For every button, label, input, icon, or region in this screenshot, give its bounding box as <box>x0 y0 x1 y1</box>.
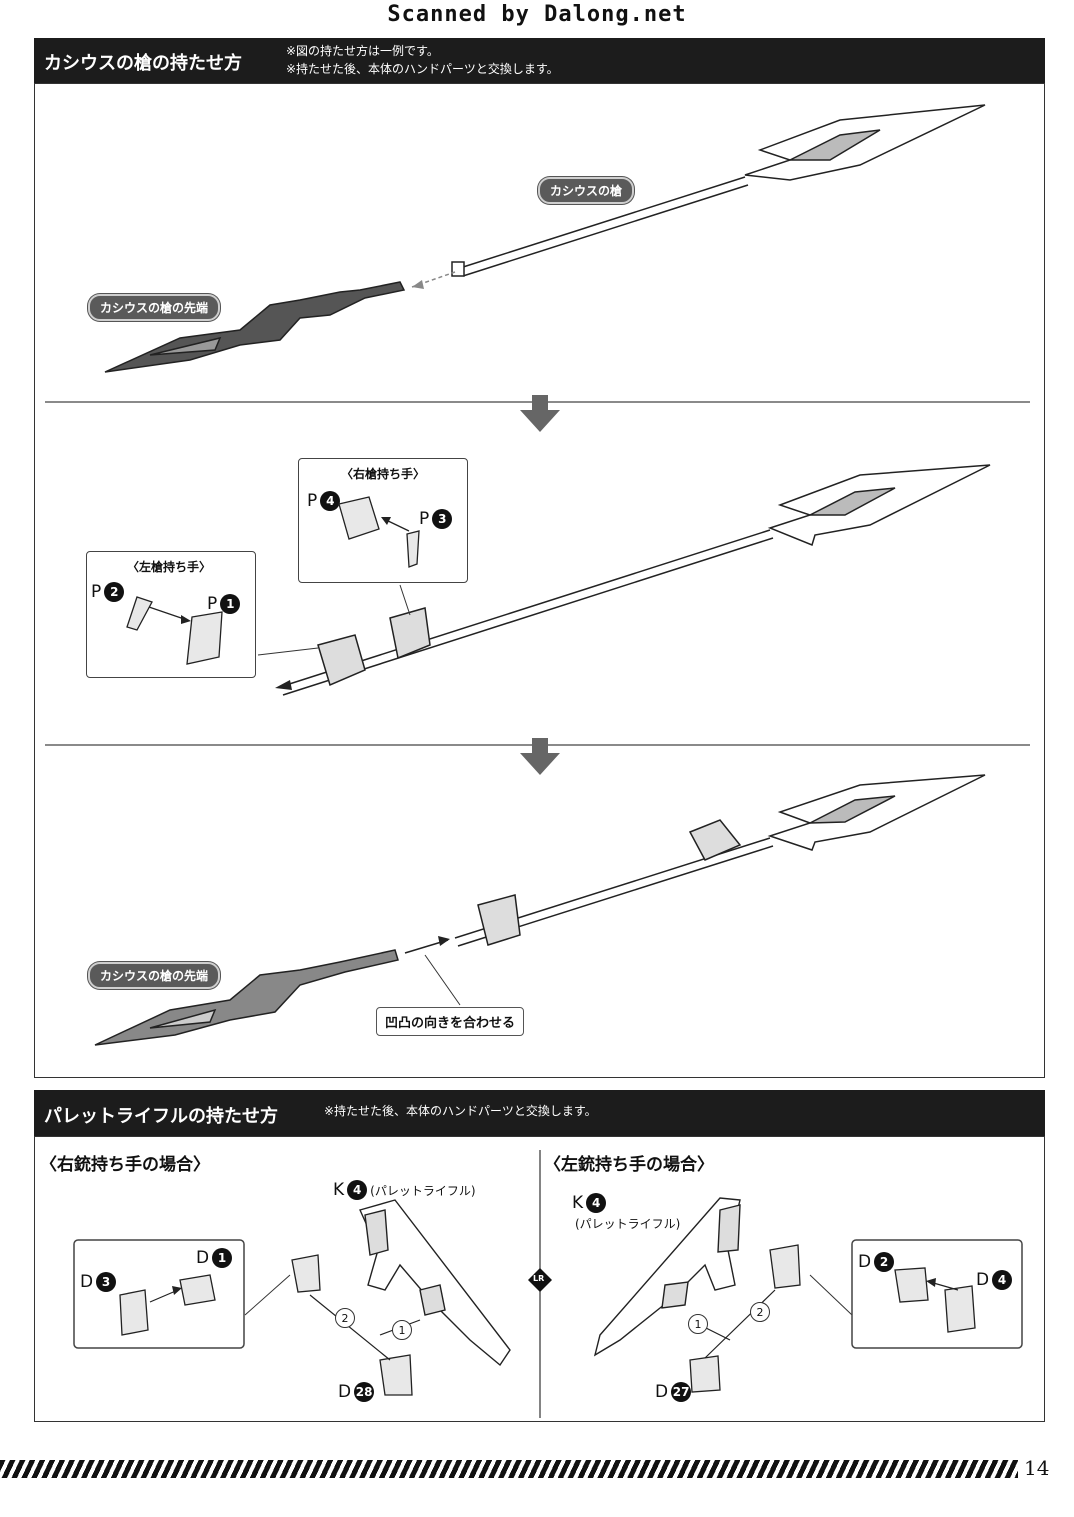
arrow-head <box>438 936 450 946</box>
part-label-d27: D 27 <box>655 1382 692 1402</box>
left-hand-heading: 〈左銃持ち手の場合〉 <box>544 1155 714 1175</box>
part-letter: P <box>419 509 430 529</box>
callout-leader <box>399 584 411 616</box>
part-number-badge: 28 <box>354 1382 375 1402</box>
part-label-p2: P 2 <box>91 582 125 602</box>
callout-leader <box>809 1274 853 1316</box>
spear-tip-label: カシウスの槍の先端 <box>88 962 221 989</box>
lr-divider-badge <box>528 1268 552 1292</box>
page-number: 14 <box>1024 1456 1050 1480</box>
callout-leader <box>424 954 461 1006</box>
part-label-p1: P 1 <box>207 594 241 614</box>
spear-final-illustration <box>454 774 986 947</box>
footer-stripe-band <box>0 1460 1018 1478</box>
section-header-rifle: パレットライフルの持たせ方 ※持たせた後、本体のハンドパーツと交換します。 <box>34 1090 1045 1136</box>
part-label-k4: K 4 <box>572 1193 607 1213</box>
part-label-d2: D 2 <box>858 1252 895 1272</box>
section-note: ※持たせた後、本体のハンドパーツと交換します。 <box>324 1104 597 1118</box>
part-letter: P <box>307 491 318 511</box>
part-number-badge: 3 <box>432 509 453 529</box>
section-frame-rifle <box>34 1136 1045 1422</box>
hand-part-illustration <box>291 1254 413 1396</box>
rifle-right-illustration <box>359 1199 511 1367</box>
step-number-1: 1 <box>688 1314 708 1334</box>
callout-title: 〈左槍持ち手〉 <box>127 560 212 574</box>
step-arrow <box>309 1294 391 1361</box>
watermark-text: Scanned by Dalong.net <box>387 2 687 27</box>
hand-parts-illustration <box>894 1267 976 1333</box>
part-letter: P <box>207 594 218 614</box>
part-label-d4: D 4 <box>976 1270 1013 1290</box>
part-label-d28: D 28 <box>338 1382 375 1402</box>
rifle-left-illustration <box>593 1197 741 1357</box>
part-number-badge: 1 <box>212 1248 233 1268</box>
callout-leader <box>257 647 319 656</box>
spear-tip-illustration <box>104 281 406 373</box>
hand-parts-illustration <box>119 1274 216 1336</box>
align-instruction-label: 凹凸の向きを合わせる <box>376 1007 525 1036</box>
section-header-spear: カシウスの槍の持たせ方 ※図の持たせ方は一例です。 ※持たせた後、本体のハンドパ… <box>34 38 1045 83</box>
spear-label: カシウスの槍 <box>538 177 635 204</box>
part-letter: D <box>655 1382 669 1402</box>
part-letter: P <box>91 582 102 602</box>
spear-shaft-illustration <box>451 104 986 277</box>
part-name: (パレットライフル) <box>575 1217 681 1231</box>
part-number-badge: 2 <box>874 1252 895 1272</box>
step-number-2: 2 <box>750 1302 770 1322</box>
left-spear-hand-callout: 〈左槍持ち手〉 P 2 P 1 <box>86 551 256 678</box>
hand-part-illustration <box>689 1244 801 1393</box>
part-label-p3: P 3 <box>419 509 453 529</box>
part-label-d3: D 3 <box>80 1272 117 1292</box>
part-letter: D <box>80 1272 94 1292</box>
divider-badge-label: LR <box>533 1274 545 1283</box>
part-letter: D <box>338 1382 352 1402</box>
part-letter: K <box>572 1193 584 1213</box>
arrow-head <box>275 680 292 690</box>
arrow-head <box>412 280 424 289</box>
right-hand-heading: 〈右銃持ち手の場合〉 <box>40 1155 210 1175</box>
callout-title: 〈右槍持ち手〉 <box>341 467 426 481</box>
part-number-badge: 4 <box>347 1180 368 1200</box>
part-name: (パレットライフル) <box>370 1183 476 1198</box>
section-frame-spear <box>34 83 1045 1078</box>
part-number-badge: 4 <box>586 1193 607 1213</box>
down-arrow-icon <box>520 738 560 775</box>
part-label-p4: P 4 <box>307 491 341 511</box>
part-number-badge: 27 <box>671 1382 692 1402</box>
callout-leader <box>244 1274 291 1316</box>
part-letter: D <box>976 1270 990 1290</box>
right-gun-hand-callout <box>73 1239 245 1349</box>
section-title: パレットライフルの持たせ方 <box>44 1106 278 1127</box>
part-number-badge: 4 <box>320 491 341 511</box>
hand-parts-illustration <box>338 496 420 568</box>
step-number-1: 1 <box>392 1320 412 1340</box>
down-arrow-icon <box>520 395 560 432</box>
part-letter: D <box>858 1252 872 1272</box>
right-spear-hand-callout: 〈右槍持ち手〉 P 4 P 3 <box>298 458 468 583</box>
part-number-badge: 1 <box>220 594 241 614</box>
hand-parts-illustration <box>126 596 223 665</box>
part-label-d1: D 1 <box>196 1248 233 1268</box>
part-label-k4: K 4 (パレットライフル) <box>333 1180 476 1200</box>
part-letter: K <box>333 1180 345 1200</box>
left-gun-hand-callout <box>851 1239 1023 1349</box>
step-arrow <box>704 1289 776 1359</box>
part-number-badge: 4 <box>992 1270 1013 1290</box>
part-letter: D <box>196 1248 210 1268</box>
section-note: ※持たせた後、本体のハンドパーツと交換します。 <box>286 62 559 76</box>
part-number-badge: 2 <box>104 582 125 602</box>
spear-tip-final-illustration <box>94 949 399 1046</box>
part-number-badge: 3 <box>96 1272 117 1292</box>
step-number-2: 2 <box>335 1308 355 1328</box>
spear-tip-label: カシウスの槍の先端 <box>88 294 221 321</box>
spear-with-hands-illustration <box>279 464 991 696</box>
section-note: ※図の持たせ方は一例です。 <box>286 44 439 58</box>
section-title: カシウスの槍の持たせ方 <box>44 53 242 74</box>
